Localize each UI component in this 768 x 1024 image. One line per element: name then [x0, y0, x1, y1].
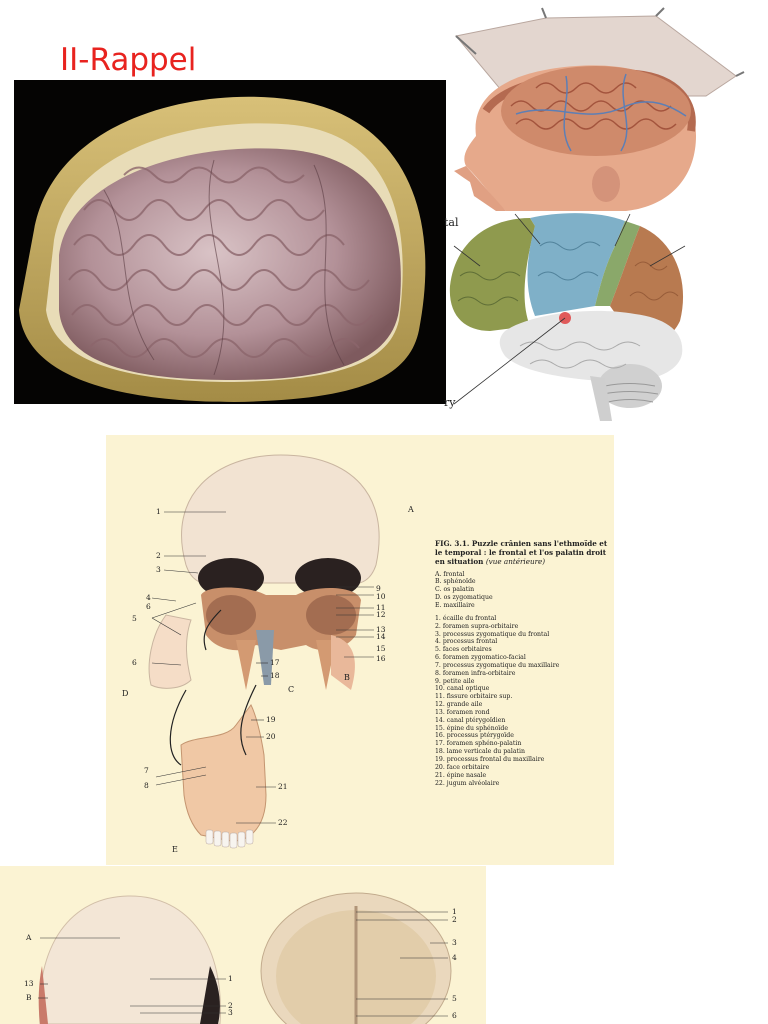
callout-14: 14 [376, 632, 386, 641]
callout-22: 22 [278, 818, 288, 827]
figure-caption: FIG. 3.1. Puzzle crânien sans l'ethmoïde… [435, 539, 611, 567]
structure-item: 20. face orbitaire [435, 763, 490, 771]
brain-specimen-photo [14, 80, 446, 404]
skull-label-3: 3 [228, 1008, 233, 1017]
callout-8: 8 [144, 781, 149, 790]
structure-item: 2. foramen supra-orbitaire [435, 622, 519, 630]
view-letter-b: B [344, 673, 350, 682]
structure-item: 21. épine nasale [435, 771, 487, 779]
callout-18: 18 [270, 671, 280, 680]
callout-9: 9 [376, 584, 381, 593]
structure-item: 6. foramen zygomatico-facial [435, 654, 526, 662]
structure-item: 14. canal ptérygoïdien [435, 716, 506, 724]
callout-4: 4 [146, 593, 151, 602]
brain-lobes-image [449, 213, 686, 421]
callout-6a: 6 [146, 602, 151, 611]
structure-item: 11. fissure orbitaire sup. [435, 693, 513, 701]
callout-19: 19 [266, 715, 276, 724]
callout-13: 13 [376, 625, 386, 634]
view-letter-a: A [408, 505, 414, 514]
calvaria-label-3: 3 [452, 938, 457, 947]
skull-views-image [38, 892, 452, 1024]
skull-label-2: 2 [228, 1001, 233, 1010]
structure-item: 5. faces orbitaires [435, 646, 492, 654]
calvaria-label-5: 5 [452, 994, 457, 1003]
callout-3: 3 [156, 565, 161, 574]
bone-item: E. maxillaire [435, 601, 475, 609]
cranial-puzzle-plate: A B C D E 1 2 3 4 5 6 6 7 8 9 10 11 12 1… [106, 435, 614, 865]
callout-21: 21 [278, 782, 288, 791]
callout-1: 1 [156, 507, 161, 516]
figure-subtitle: (vue antérieure) [485, 557, 546, 567]
head-dura-image [454, 7, 745, 211]
structure-item: 16. processus ptérygoïde [435, 732, 514, 740]
structure-item: 4. processus frontal [435, 638, 498, 646]
bone-item: A. frontal [435, 570, 465, 578]
structure-item: 17. foramen sphéno-palatin [435, 740, 522, 748]
skull-label-13: 13 [24, 979, 34, 988]
callout-6b: 6 [132, 658, 137, 667]
skull-label-b: B [26, 993, 32, 1002]
view-letter-d: D [122, 689, 129, 698]
figure-title: FIG. 3.1. Puzzle crânien sans l'ethmoïde… [435, 539, 608, 567]
calvaria-label-1: 1 [452, 907, 457, 916]
callout-5: 5 [132, 614, 137, 623]
callout-11: 11 [376, 603, 386, 612]
structure-item: 18. lame verticale du palatin [435, 748, 525, 756]
callout-16: 16 [376, 654, 386, 663]
lobe-label-bottom: ry [444, 396, 456, 409]
brain-lobes-illustration: tal ry [440, 206, 700, 431]
callout-2: 2 [156, 551, 161, 560]
structure-item: 12. grande aile [435, 701, 483, 709]
structure-item: 1. écaille du frontal [435, 614, 497, 622]
callout-15: 15 [376, 644, 386, 653]
skull-label-1: 1 [228, 974, 233, 983]
callout-7: 7 [144, 766, 149, 775]
calvaria-label-2: 2 [452, 915, 457, 924]
structure-item: 9. petite aile [435, 677, 475, 685]
structure-item: 13. foramen rond [435, 708, 490, 716]
view-letter-c: C [288, 685, 295, 694]
structure-list: 1. écaille du frontal 2. foramen supra-o… [435, 615, 611, 788]
structure-item: 7. processus zygomatique du maxillaire [435, 661, 560, 669]
bone-item: D. os zygomatique [435, 594, 493, 602]
callout-10: 10 [376, 592, 386, 601]
skull-label-a: A [26, 933, 32, 942]
bone-list: A. frontal B. sphénoïde C. os palatin D.… [435, 571, 611, 610]
bone-item: C. os palatin [435, 586, 475, 594]
view-letter-e: E [172, 845, 178, 854]
structure-item: 8. foramen infra-orbitaire [435, 669, 516, 677]
calvaria-label-4: 4 [452, 953, 457, 962]
structure-item: 10. canal optique [435, 685, 490, 693]
head-dura-illustration [446, 6, 746, 216]
slide-title: II-Rappel [60, 42, 197, 78]
structure-item: 19. processus frontal du maxillaire [435, 756, 545, 764]
bone-item: B. sphénoïde [435, 578, 476, 586]
callout-17: 17 [270, 658, 280, 667]
lobe-label-frontal: tal [444, 216, 459, 229]
callout-12: 12 [376, 610, 386, 619]
calvaria-label-6: 6 [452, 1011, 457, 1020]
callout-20: 20 [266, 732, 276, 741]
figure-legend: FIG. 3.1. Puzzle crânien sans l'ethmoïde… [435, 539, 611, 787]
skull-views-plate: A 13 B 1 2 3 1 2 3 4 5 6 [0, 866, 486, 1024]
structure-item: 3. processus zygomatique du frontal [435, 630, 550, 638]
brain-specimen-image [14, 80, 446, 404]
cranial-puzzle-image [148, 454, 380, 849]
structure-item: 22. jugum alvéolaire [435, 779, 500, 787]
structure-item: 15. épine du sphénoïde [435, 724, 509, 732]
